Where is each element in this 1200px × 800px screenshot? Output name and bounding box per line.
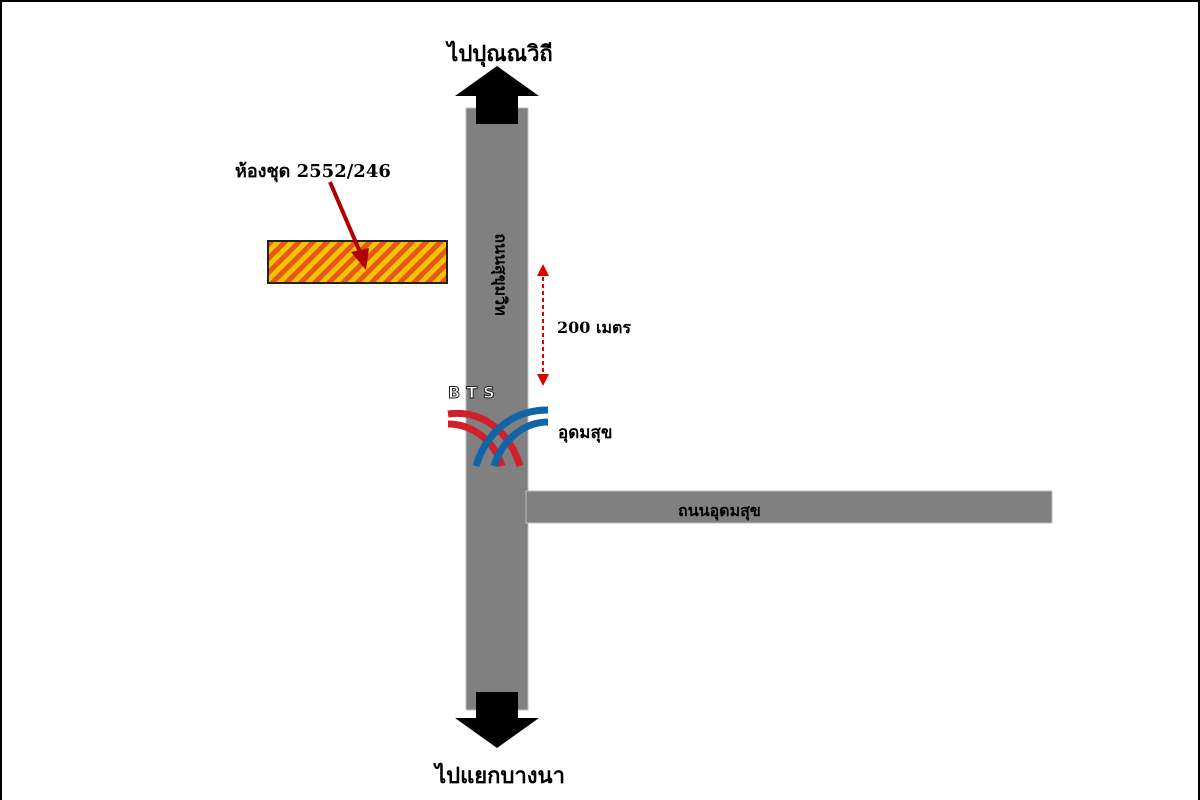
north-arrow-icon <box>455 66 539 124</box>
side-road-label: ถนนอุดมสุข <box>678 501 761 520</box>
south-arrow-icon <box>455 692 539 748</box>
bts-logo-icon <box>447 406 549 468</box>
south-destination-label: ไปแยกบางนา <box>435 763 565 789</box>
bts-logo-text: BTS <box>448 383 501 403</box>
condo-pointer-head-icon <box>351 248 369 270</box>
distance-label: 200 เมตร <box>557 318 631 337</box>
condo-pointer <box>328 181 362 253</box>
station-name-label: อุดมสุข <box>558 423 613 443</box>
main-road-label: ถนนสุขุมวิท <box>491 233 511 316</box>
side-road <box>525 490 1053 524</box>
north-destination-label: ไปปุณณวิถี <box>447 41 553 67</box>
condo-label: ห้องชุด 2552/246 <box>235 161 391 182</box>
main-road <box>465 107 529 711</box>
